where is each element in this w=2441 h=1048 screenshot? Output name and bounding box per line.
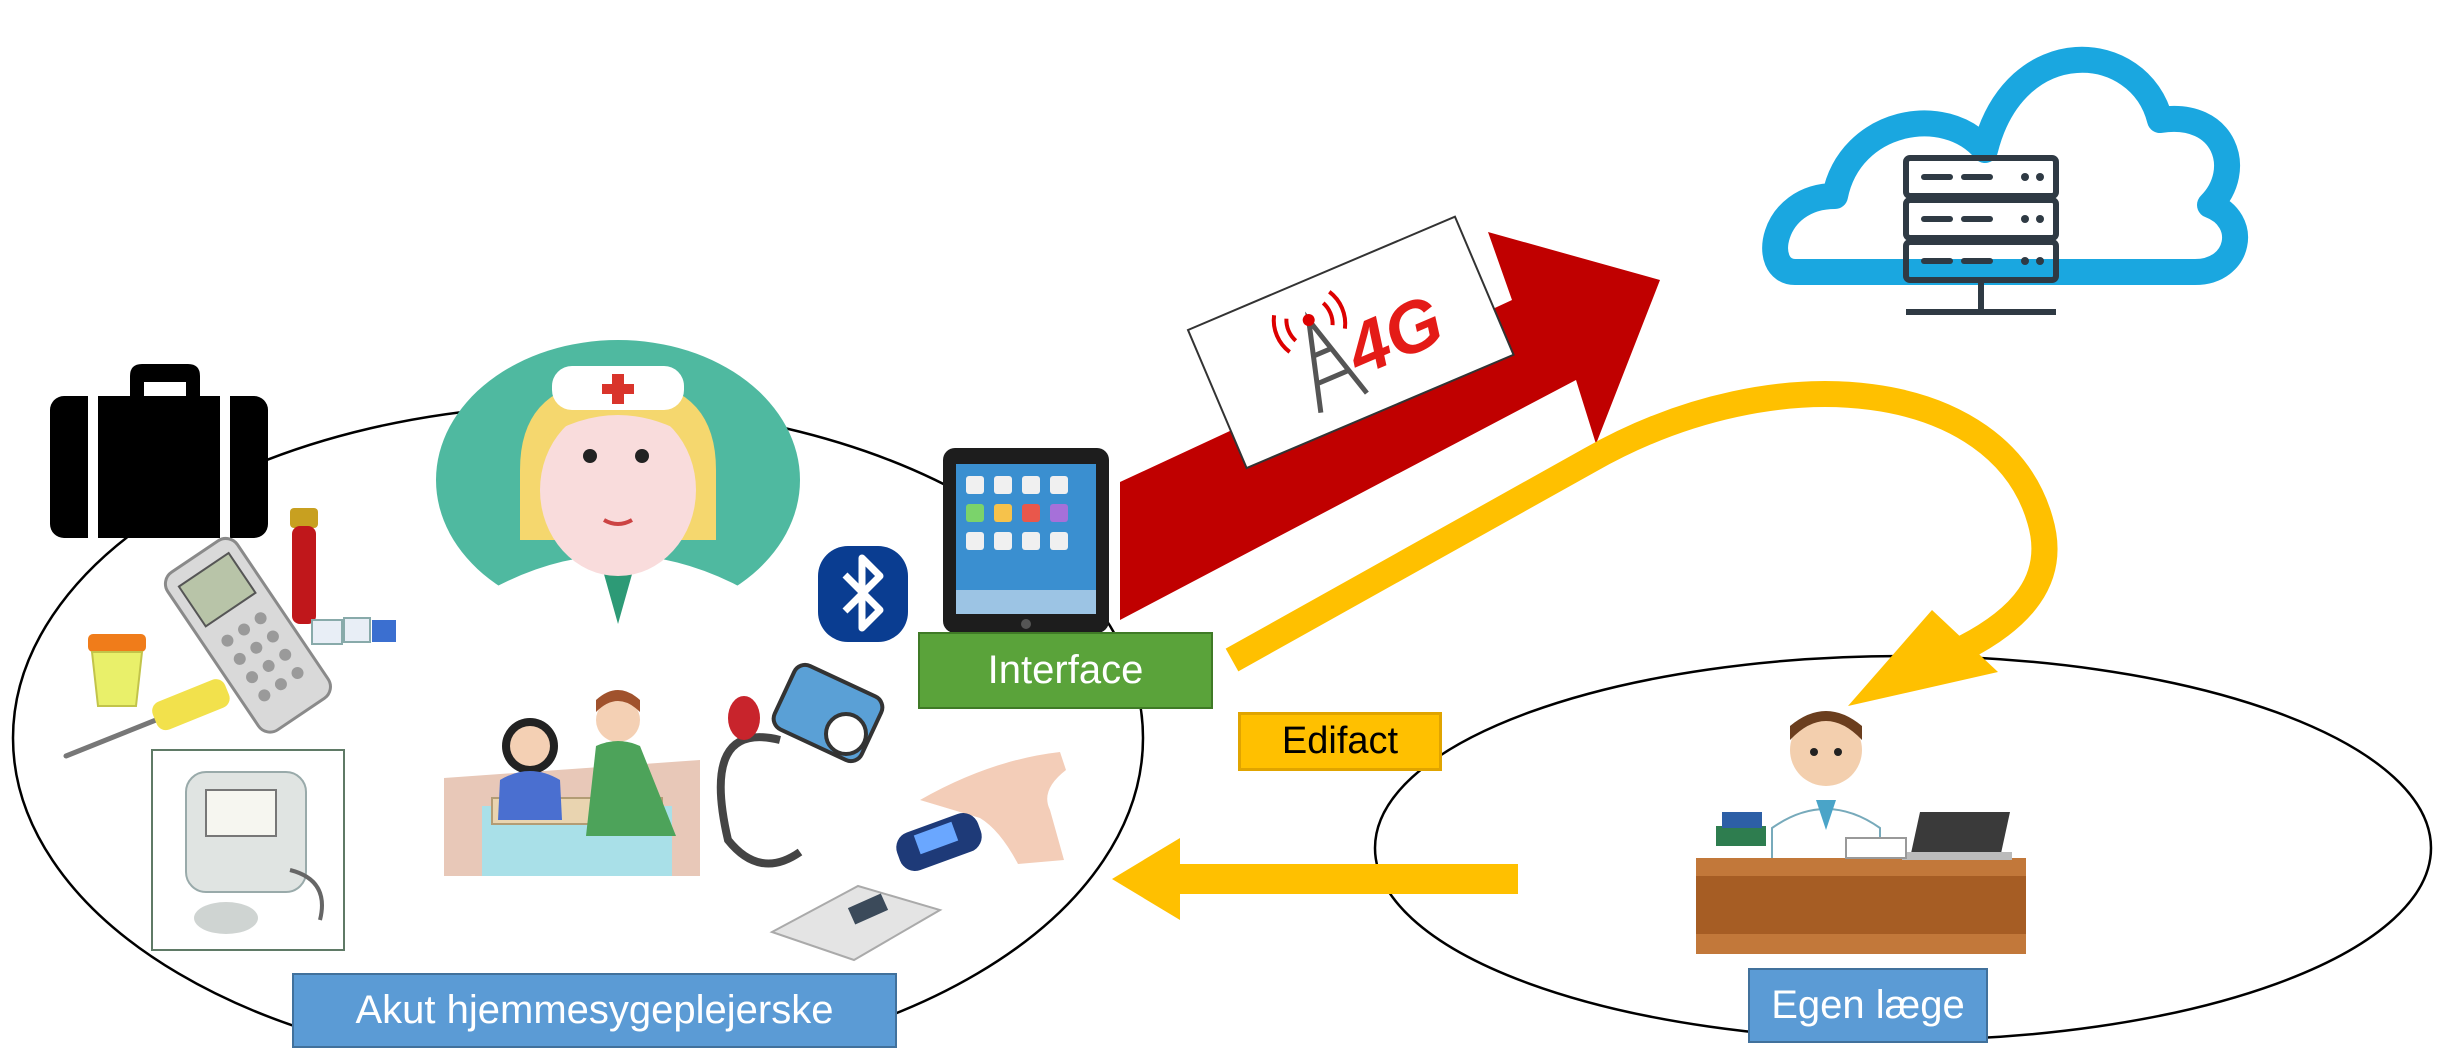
blood-tube-icon [290, 508, 318, 624]
4g-tower-icon: 4G [1186, 215, 1515, 470]
blood-pressure-cuff-icon [716, 662, 885, 868]
bathroom-scale-icon [769, 884, 943, 962]
edifact-label: Edifact [1238, 712, 1442, 771]
test-strips-icon [311, 617, 396, 645]
nurse-group-label: Akut hjemmesygeplejerske [292, 973, 897, 1048]
caregiver-patient-icon [444, 690, 700, 876]
tablet-icon [943, 448, 1109, 633]
cloud-server-icon [1762, 46, 2248, 315]
blood-gas-analyzer-icon [163, 536, 332, 734]
doctor-icon [1696, 711, 2026, 954]
doctor-group-label: Egen læge [1748, 968, 1988, 1043]
return-arrow [1112, 838, 1518, 920]
edifact-arrow [1225, 381, 2058, 706]
briefcase-icon [50, 364, 268, 538]
nurse-icon [436, 340, 800, 624]
upload-arrow [1120, 232, 1660, 620]
bluetooth-icon [818, 546, 908, 642]
interface-label: Interface [918, 632, 1213, 709]
pulse-oximeter-icon [896, 752, 1066, 871]
ecg-device-icon [151, 749, 345, 951]
thermometer-icon [63, 679, 230, 759]
urine-cup-icon [88, 634, 146, 707]
